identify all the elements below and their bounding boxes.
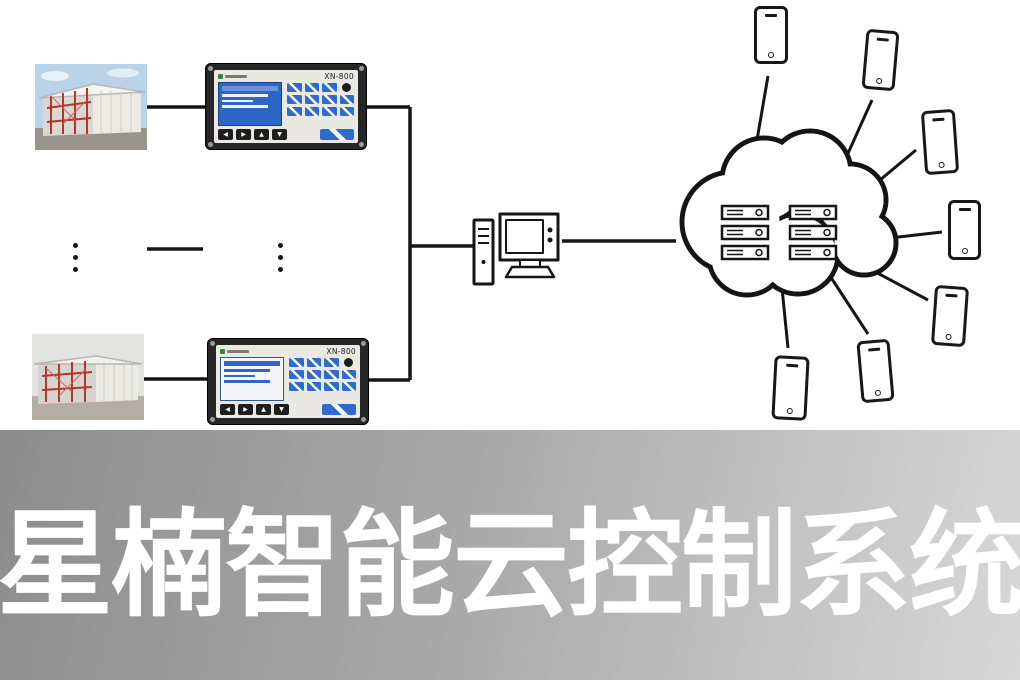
model-label: XN-800 xyxy=(324,71,354,81)
screw-icon xyxy=(359,66,364,71)
left-arrow-button: ◀ xyxy=(218,129,233,140)
smartphone-icon xyxy=(930,284,970,348)
keypad-key xyxy=(306,358,321,367)
phone-home-button-icon xyxy=(938,161,945,169)
phone-speaker-icon xyxy=(945,293,958,297)
keypad-key xyxy=(289,358,304,367)
server-icon xyxy=(720,204,770,221)
site-photo-2 xyxy=(32,334,144,420)
phone-home-button-icon xyxy=(961,248,968,254)
phone-speaker-icon xyxy=(932,117,945,121)
lcd-screen xyxy=(218,82,282,126)
keypad-key xyxy=(324,370,339,379)
smartphone-icon xyxy=(861,28,900,92)
keypad-key xyxy=(341,382,356,391)
banner: 星楠智能云控制系统 xyxy=(0,430,1020,680)
site-photo-1 xyxy=(35,64,147,150)
right-arrow-button: ▶ xyxy=(238,404,253,415)
keypad-key xyxy=(304,95,319,104)
computer-icon xyxy=(472,212,560,286)
keypad-key xyxy=(322,83,337,92)
phone-home-button-icon xyxy=(874,389,881,397)
ellipsis-more-sites xyxy=(73,243,78,272)
screw-icon xyxy=(359,142,364,147)
lcd-screen xyxy=(220,357,284,401)
nav-button-row: ◀ ▶ ▲ ▼ xyxy=(220,403,356,416)
server-icon xyxy=(788,244,838,261)
screw-icon xyxy=(208,66,213,71)
keypad-key xyxy=(322,107,337,116)
screw-icon xyxy=(208,142,213,147)
diagram-overlay xyxy=(144,75,943,382)
model-label: XN-800 xyxy=(326,346,356,356)
keypad-key xyxy=(287,95,302,104)
keypad-key xyxy=(304,83,319,92)
greenhouse-photo-illustration xyxy=(35,64,147,150)
knob-button xyxy=(344,358,354,367)
right-arrow-button: ▶ xyxy=(236,129,251,140)
smartphone-icon xyxy=(754,6,788,64)
server-icon xyxy=(720,244,770,261)
cloud-servers xyxy=(720,204,838,261)
smartphone-icon xyxy=(771,355,810,421)
down-arrow-button: ▼ xyxy=(274,404,289,415)
phone-speaker-icon xyxy=(876,37,889,42)
brand-logo-icon xyxy=(218,74,247,79)
smartphone-icon xyxy=(948,200,981,260)
banner-title: 星楠智能云控制系统 xyxy=(0,498,1020,633)
greenhouse-photo-illustration xyxy=(32,334,144,420)
keypad-key xyxy=(304,107,319,116)
enter-button xyxy=(322,404,356,415)
keypad-key xyxy=(306,382,321,391)
keypad-key xyxy=(287,83,302,92)
phone-home-button-icon xyxy=(875,77,882,85)
knob-button xyxy=(342,83,352,92)
ellipsis-more-controllers xyxy=(278,243,283,272)
keypad-key xyxy=(289,382,304,391)
controller-xn800-2: XN-800 xyxy=(207,338,369,425)
controller-front-panel: XN-800 xyxy=(216,345,360,418)
screw-icon xyxy=(210,341,215,346)
nav-button-row: ◀ ▶ ▲ ▼ xyxy=(218,128,354,141)
keypad-key xyxy=(322,95,337,104)
up-arrow-button: ▲ xyxy=(256,404,271,415)
keypad-key xyxy=(324,382,339,391)
enter-button xyxy=(320,129,354,140)
phone-speaker-icon xyxy=(867,347,880,352)
phone-speaker-icon xyxy=(765,14,777,17)
controller-front-panel: XN-800 xyxy=(214,70,358,143)
phone-home-button-icon xyxy=(945,333,952,341)
phone-home-button-icon xyxy=(768,52,774,58)
screw-icon xyxy=(361,417,366,422)
keypad-key xyxy=(341,370,356,379)
controller-xn800-1: XN-800 xyxy=(205,63,367,150)
down-arrow-button: ▼ xyxy=(272,129,287,140)
connection-lines xyxy=(144,105,676,382)
keypad-key xyxy=(324,358,339,367)
screw-icon xyxy=(361,341,366,346)
server-icon xyxy=(788,204,838,221)
smartphone-icon xyxy=(856,338,895,404)
smartphone-icon xyxy=(920,108,960,176)
keypad-key xyxy=(287,107,302,116)
phone-speaker-icon xyxy=(785,363,798,367)
keypad xyxy=(287,82,354,126)
server-icon xyxy=(720,224,770,241)
screw-icon xyxy=(210,417,215,422)
phone-home-button-icon xyxy=(786,407,793,415)
brand-logo-icon xyxy=(220,349,249,354)
keypad-key xyxy=(306,370,321,379)
keypad-key xyxy=(289,370,304,379)
keypad-key xyxy=(339,95,354,104)
up-arrow-button: ▲ xyxy=(254,129,269,140)
left-arrow-button: ◀ xyxy=(220,404,235,415)
server-icon xyxy=(788,224,838,241)
keypad xyxy=(289,357,356,401)
phone-speaker-icon xyxy=(958,208,971,211)
keypad-key xyxy=(339,107,354,116)
